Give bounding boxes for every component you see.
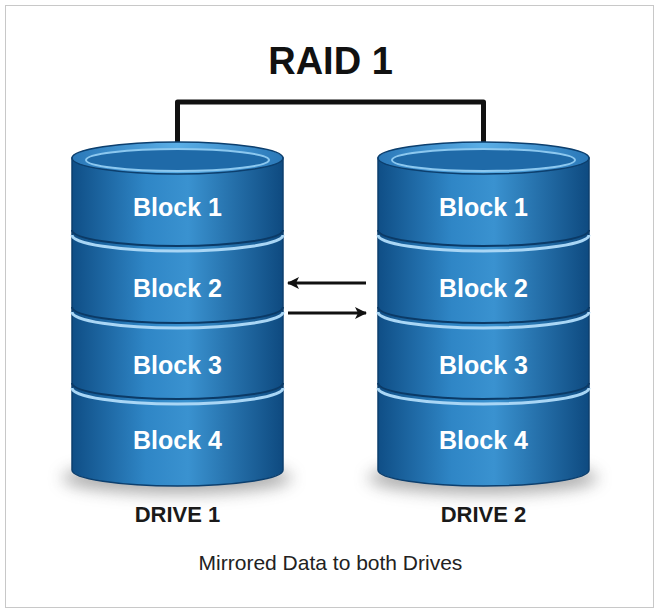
block-label: Block 3 xyxy=(133,351,222,380)
disk-block: Block 2 xyxy=(90,266,265,310)
drive-label: DRIVE 2 xyxy=(376,502,591,528)
block-label: Block 2 xyxy=(439,274,528,303)
block-label: Block 1 xyxy=(133,193,222,222)
diagram-caption: Mirrored Data to both Drives xyxy=(0,551,661,575)
disk-block: Block 3 xyxy=(90,343,265,387)
disk-block: Block 1 xyxy=(90,185,265,229)
drive-cylinder: DRIVE 2 Block 1 Block 2 Block 3 Block 4 xyxy=(376,140,591,540)
block-label: Block 3 xyxy=(439,351,528,380)
disk-block: Block 4 xyxy=(90,418,265,462)
disk-block: Block 1 xyxy=(396,185,571,229)
block-label: Block 2 xyxy=(133,274,222,303)
drive-label: DRIVE 1 xyxy=(70,502,285,528)
sync-arrow xyxy=(288,282,366,285)
disk-block: Block 2 xyxy=(396,266,571,310)
drive-cylinder: DRIVE 1 Block 1 Block 2 Block 3 Block 4 xyxy=(70,140,285,540)
block-label: Block 4 xyxy=(133,426,222,455)
block-label: Block 1 xyxy=(439,193,528,222)
sync-arrow xyxy=(288,312,366,315)
disk-block: Block 3 xyxy=(396,343,571,387)
block-label: Block 4 xyxy=(439,426,528,455)
disk-block: Block 4 xyxy=(396,418,571,462)
diagram-title: RAID 1 xyxy=(0,40,661,83)
